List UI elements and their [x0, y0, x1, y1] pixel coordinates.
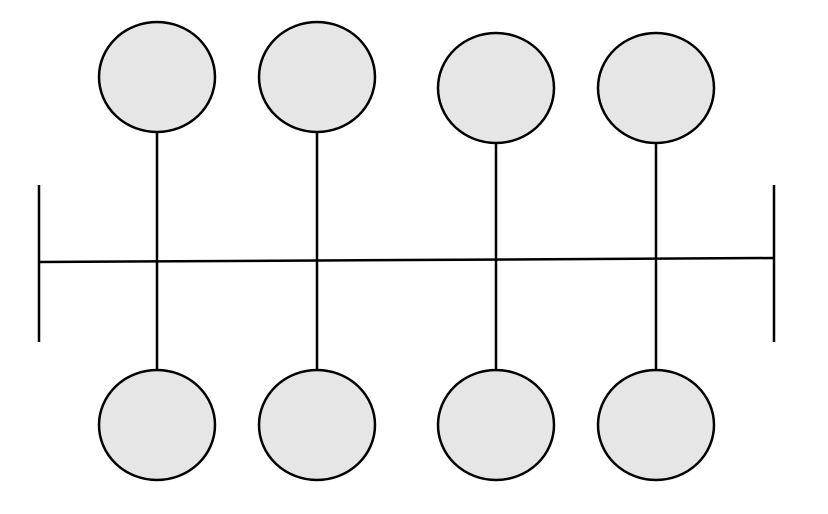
- branch-1-top-node: [97, 20, 217, 134]
- branch-3-bottom-node: [436, 368, 556, 482]
- branch-1: [97, 20, 217, 482]
- horizontal-bus-line: [38, 256, 775, 264]
- branch-1-bottom-node: [97, 368, 217, 482]
- branch-4-bottom-node: [596, 368, 716, 482]
- branch-2-top-node: [257, 20, 377, 134]
- branch-2: [257, 20, 377, 482]
- branch-3-top-node: [436, 31, 556, 145]
- branch-2-bottom-node: [257, 368, 377, 482]
- branch-4-top-node: [596, 31, 716, 145]
- branch-3: [436, 31, 556, 482]
- branch-4: [596, 31, 716, 482]
